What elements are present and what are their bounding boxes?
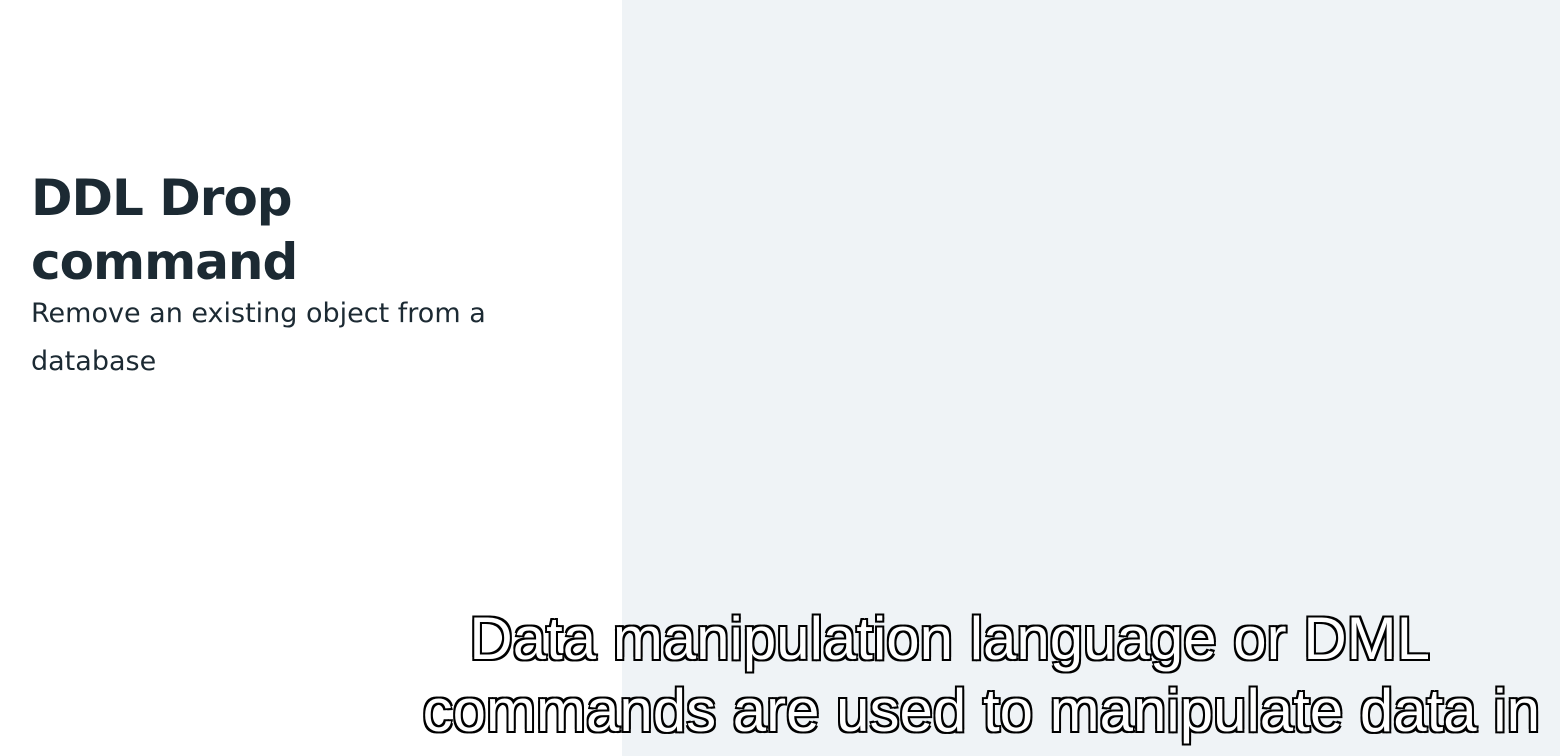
caption-line-2: commands are used to manipulate data in	[422, 676, 1541, 745]
slide-right-panel	[622, 0, 1560, 756]
subtitle-caption: Data manipulation language or DML comman…	[240, 603, 1541, 747]
slide-left-panel: DDL Drop command Remove an existing obje…	[0, 0, 622, 756]
slide-title: DDL Drop command	[31, 169, 298, 291]
slide-subtitle: Remove an existing object from a databas…	[31, 298, 486, 377]
caption-line-1: Data manipulation language or DML	[468, 604, 1431, 673]
